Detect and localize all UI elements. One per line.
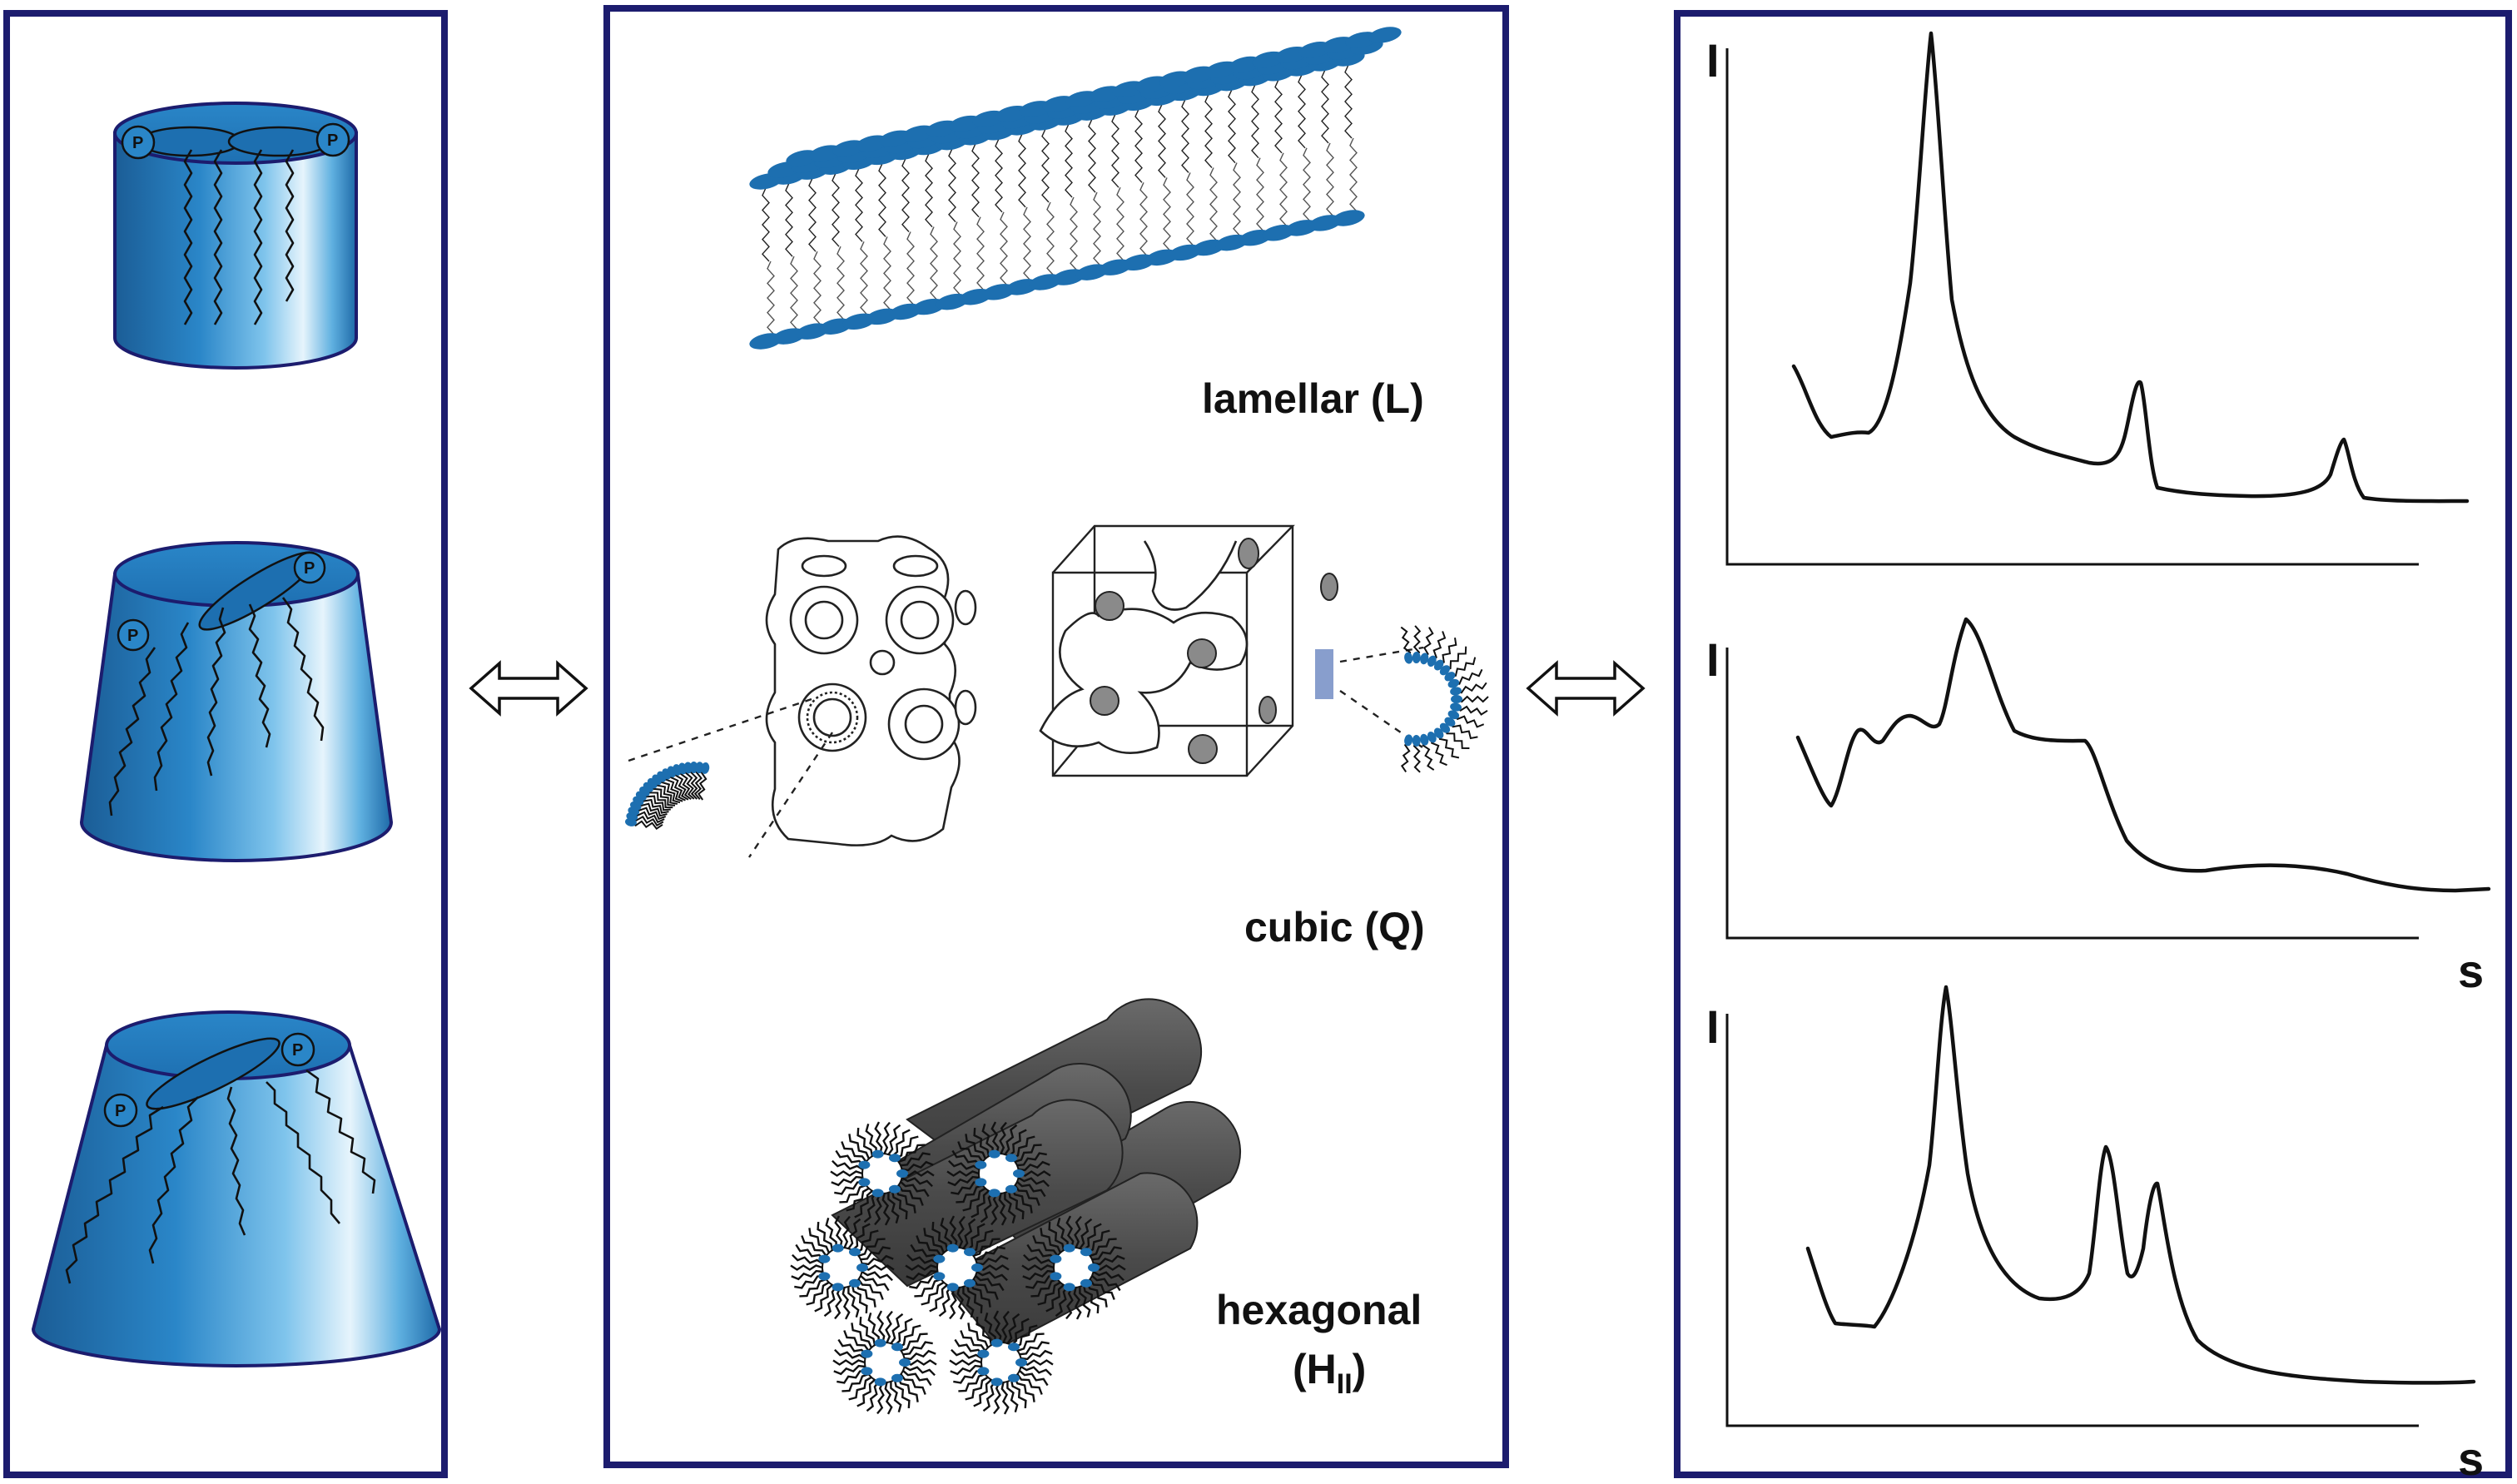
double-arrow-icon bbox=[469, 660, 588, 717]
head-label: P bbox=[292, 1041, 303, 1060]
lamellar-bilayer bbox=[749, 27, 1402, 350]
hexagonal-label-2: (HII) bbox=[1293, 1346, 1366, 1400]
head-label: P bbox=[127, 627, 138, 645]
cubic-label: cubic (Q) bbox=[1244, 904, 1425, 950]
cubic-lattice-drawing bbox=[765, 535, 977, 846]
head-label: P bbox=[327, 132, 338, 150]
curved-monolayer-right bbox=[1400, 625, 1489, 773]
y-axis-label: I bbox=[1706, 1000, 1720, 1053]
lamellar-label: lamellar (L) bbox=[1202, 375, 1424, 422]
y-axis-label: I bbox=[1706, 34, 1720, 87]
curved-monolayer-left bbox=[625, 762, 710, 831]
scattering-curve bbox=[1791, 31, 2470, 504]
hexagonal-micelles bbox=[790, 1121, 1126, 1415]
truncated-cone-shape bbox=[79, 541, 394, 862]
scattering-curve bbox=[1805, 985, 2476, 1385]
plot-hexagonal: I s bbox=[1706, 985, 2484, 1484]
x-axis-label: s bbox=[2458, 1432, 2484, 1484]
hexagonal-label: hexagonal bbox=[1216, 1287, 1422, 1333]
cubic-cube-drawing bbox=[1039, 524, 1338, 777]
head-label: P bbox=[115, 1102, 126, 1120]
head-label: P bbox=[304, 559, 315, 578]
y-axis-label: I bbox=[1706, 633, 1720, 686]
leader-line bbox=[625, 697, 833, 858]
right-panel bbox=[1674, 10, 2512, 1478]
cone-shape bbox=[31, 1010, 442, 1367]
scattering-curve bbox=[1795, 617, 2491, 893]
plot-cubic: I s bbox=[1706, 617, 2491, 997]
cylinder-shape bbox=[113, 102, 358, 370]
double-arrow-icon bbox=[1526, 660, 1646, 717]
plot-lamellar: I bbox=[1706, 31, 2470, 566]
x-axis-label: s bbox=[2458, 945, 2484, 997]
head-label: P bbox=[132, 134, 143, 152]
